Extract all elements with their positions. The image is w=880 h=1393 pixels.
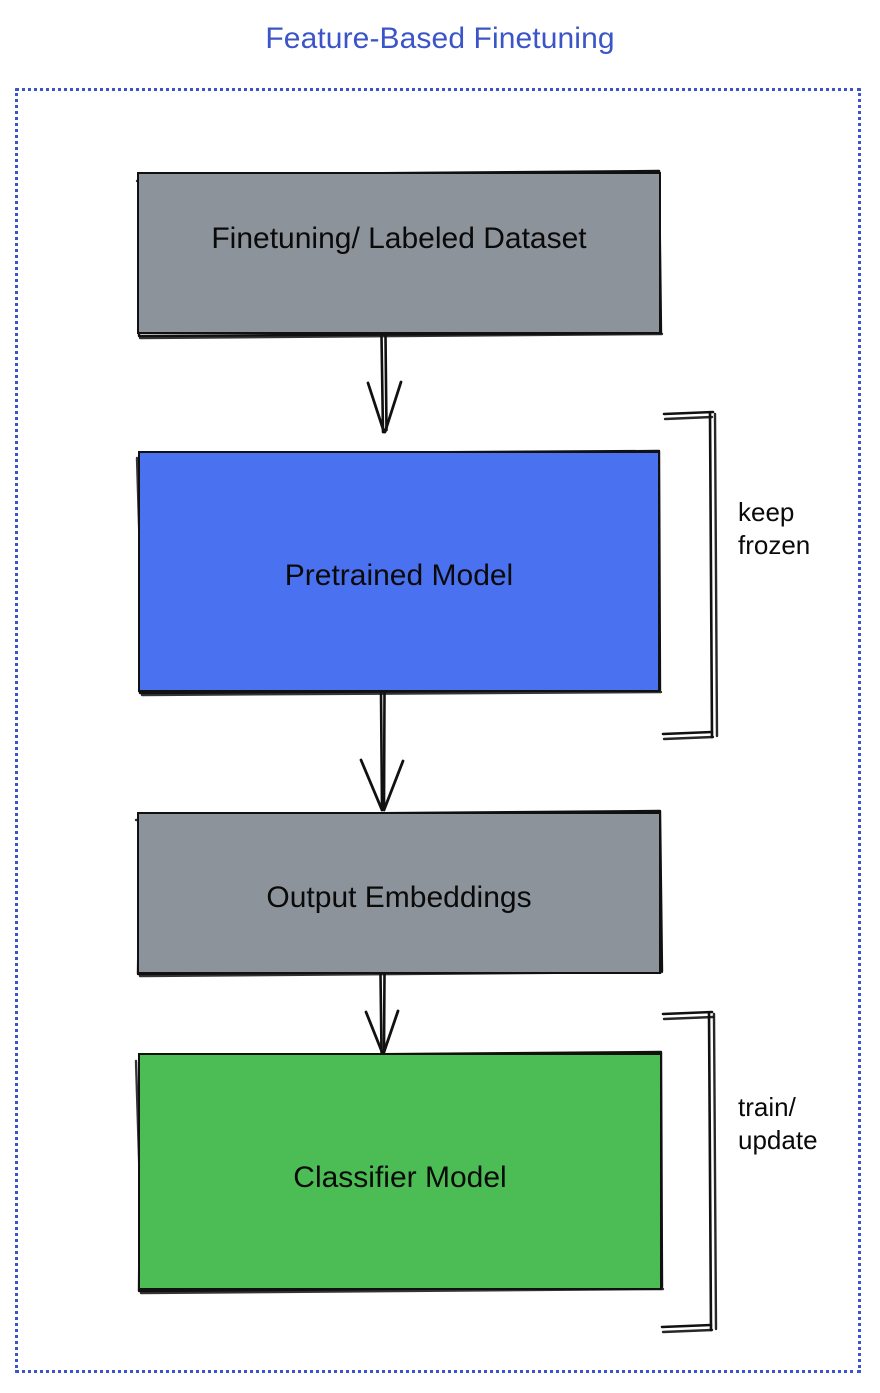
edge-embeddings-classifier	[364, 972, 400, 1054]
diagram-frame	[15, 88, 861, 1373]
node-label-embeddings: Output Embeddings	[266, 881, 532, 914]
bracket-keep-frozen	[661, 410, 719, 741]
page-title: Feature-Based Finetuning	[265, 22, 615, 55]
node-label-pretrained: Pretrained Model	[284, 559, 514, 592]
node-label-dataset: Finetuning/ Labeled Dataset	[211, 222, 587, 255]
node-classifier-model[interactable]: Classifier Model	[138, 1053, 662, 1290]
node-finetuning-labeled-dataset[interactable]: Finetuning/ Labeled Dataset	[137, 172, 661, 334]
bracket-train-update	[660, 1010, 718, 1334]
annotation-keep-frozen: keep frozen	[738, 497, 811, 560]
annotation-train-update: train/ update	[738, 1092, 818, 1155]
node-output-embeddings[interactable]: Output Embeddings	[137, 812, 661, 974]
edge-dataset-pretrained	[366, 334, 403, 434]
node-pretrained-model[interactable]: Pretrained Model	[138, 451, 660, 692]
node-label-classifier: Classifier Model	[293, 1161, 507, 1194]
edge-pretrained-embeddings	[359, 691, 405, 812]
